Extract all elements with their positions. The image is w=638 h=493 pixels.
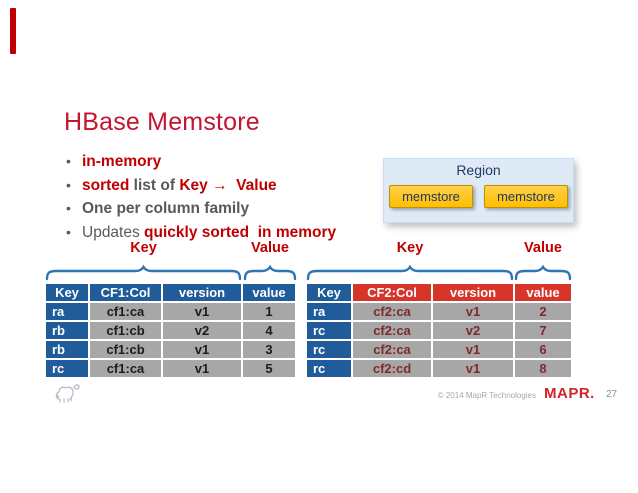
- column-header: CF2:Col: [353, 284, 431, 301]
- mapr-logo: MAPR.: [544, 385, 595, 402]
- bullet-text: in-memory: [82, 153, 162, 170]
- column-header: Key: [307, 284, 351, 301]
- table-cell: v1: [433, 341, 513, 358]
- table-cell: 2: [515, 303, 571, 320]
- table-cell: rc: [307, 322, 351, 339]
- table-cell: v1: [163, 303, 241, 320]
- table-cell: ra: [46, 303, 88, 320]
- table-cell: v1: [433, 303, 513, 320]
- bullet-text: Updates: [82, 223, 145, 241]
- brace-right-value: [514, 264, 572, 281]
- brace-right-key: [306, 264, 514, 281]
- memstore-button: memstore: [484, 185, 568, 208]
- table-cell: 1: [243, 303, 295, 320]
- page-title: HBase Memstore: [64, 108, 260, 136]
- bullet-dot: •: [66, 176, 71, 193]
- table-cell: cf2:ca: [353, 341, 431, 358]
- bullet-text: quickly sorted in memory: [144, 223, 337, 241]
- bullet-dot: •: [66, 153, 71, 169]
- page-number: 27: [606, 389, 618, 400]
- bullet-item: • sorted list of Key → Value: [66, 174, 336, 198]
- table-cell: rc: [307, 360, 351, 377]
- bullet-text: One per column family: [82, 200, 250, 218]
- bullet-item: • in-memory: [66, 150, 336, 174]
- table-cell: cf1:cb: [90, 322, 161, 339]
- region-buttons: memstore memstore: [389, 185, 568, 208]
- table-cell: 5: [243, 360, 295, 377]
- table-cell: 4: [243, 322, 295, 339]
- bullet-text: list of: [129, 176, 180, 194]
- bullet-list: • in-memory • sorted list of Key → Value • On…: [66, 150, 336, 244]
- red-accent-bar: [10, 8, 16, 54]
- brace-label-right-key: Key: [396, 240, 424, 256]
- bullet-dot: •: [66, 200, 71, 217]
- table-cell: v2: [163, 322, 241, 339]
- bullet-dot: •: [66, 223, 71, 240]
- column-header: version: [163, 284, 241, 301]
- table-cell: ra: [307, 303, 351, 320]
- table-cell: 3: [243, 341, 295, 358]
- table-cell: rc: [307, 341, 351, 358]
- region-label: Region: [456, 162, 501, 178]
- table-cell: rb: [46, 322, 88, 339]
- column-header: value: [243, 284, 295, 301]
- bullet-item: • One per column family: [66, 197, 336, 221]
- table-cell: v1: [163, 360, 241, 377]
- table-cell: v1: [163, 341, 241, 358]
- column-header: version: [433, 284, 513, 301]
- bullet-text: Key → Value: [179, 176, 277, 194]
- table-cell: cf2:ca: [353, 303, 431, 320]
- brace-left-key: [45, 264, 242, 281]
- table-cell: cf2:ca: [353, 322, 431, 339]
- column-header: value: [515, 284, 571, 301]
- table-cell: rb: [46, 341, 88, 358]
- elephant-doodle-icon: [55, 384, 80, 403]
- table-cell: cf2:cd: [353, 360, 431, 377]
- table-cell: rc: [46, 360, 88, 377]
- table-cell: cf1:cb: [90, 341, 161, 358]
- table-cell: 8: [515, 360, 571, 377]
- table-cell: cf1:ca: [90, 360, 161, 377]
- bullet-text: sorted: [82, 176, 130, 194]
- brace-left-value: [243, 264, 297, 281]
- copyright-text: © 2014 MapR Technologies: [437, 391, 536, 400]
- brace-label-left-value: Value: [251, 240, 289, 256]
- column-header: Key: [46, 284, 88, 301]
- table-cell: 7: [515, 322, 571, 339]
- brace-label-right-value: Value: [524, 240, 562, 256]
- table-cell: 6: [515, 341, 571, 358]
- region-box: Region memstore memstore: [383, 158, 574, 223]
- table-cell: v1: [433, 360, 513, 377]
- bullet-item: • Updates quickly sorted in memory: [66, 221, 336, 245]
- memstore-button: memstore: [389, 185, 473, 208]
- table-cell: cf1:ca: [90, 303, 161, 320]
- column-header: CF1:Col: [90, 284, 161, 301]
- brace-label-left-key: Key: [130, 240, 157, 256]
- table-cell: v2: [433, 322, 513, 339]
